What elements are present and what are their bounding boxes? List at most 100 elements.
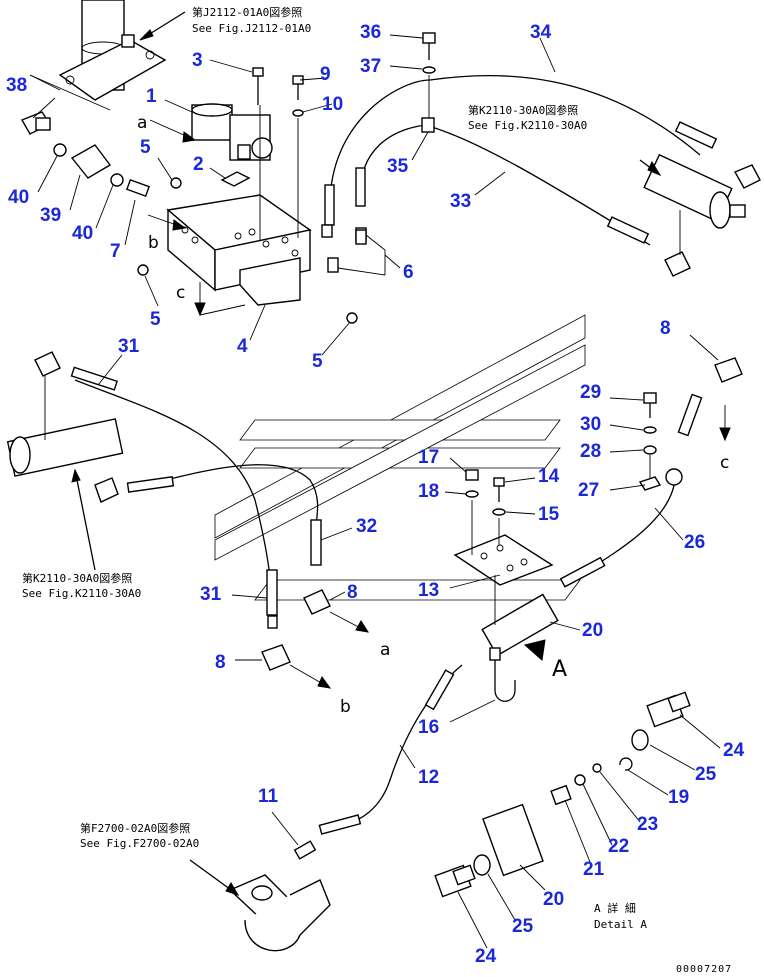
callout-l33: 33 <box>450 191 471 212</box>
callout-l22: 22 <box>608 836 629 857</box>
callout-l1: 1 <box>146 86 157 107</box>
elbow-fitting-38 <box>20 111 52 135</box>
callout-l34: 34 <box>530 22 552 43</box>
callout-l19: 19 <box>668 787 689 808</box>
fitting-11 <box>228 840 331 952</box>
tube-39 <box>53 143 124 187</box>
detail-A-parts <box>434 691 691 898</box>
callout-l7: 7 <box>110 241 121 262</box>
callout-l4: 4 <box>237 336 248 357</box>
callout-l5c: 5 <box>312 351 323 372</box>
ref-j2112-en: See Fig.J2112-01A0 <box>192 22 311 35</box>
callout-l9: 9 <box>320 64 331 85</box>
drawing-code: 00007207 <box>676 964 732 975</box>
u-pipe-16 <box>489 647 516 702</box>
callout-l6: 6 <box>403 262 414 283</box>
callout-l32: 32 <box>356 516 377 537</box>
callout-l36: 36 <box>360 22 381 43</box>
reference-notes: 第J2112-01A0図参照 See Fig.J2112-01A0 第K2110… <box>22 5 587 850</box>
ref-f2700-en: See Fig.F2700-02A0 <box>80 837 199 850</box>
cylinder-top <box>29 0 167 111</box>
letter-a-top: a <box>137 113 147 133</box>
cylinder-right <box>643 153 761 277</box>
bolt-36 <box>421 32 436 133</box>
callout-l31a: 31 <box>118 336 140 357</box>
callout-l25b: 25 <box>512 916 534 937</box>
callout-l25a: 25 <box>695 764 717 785</box>
callout-l26: 26 <box>684 532 705 553</box>
callout-l40b: 40 <box>72 223 93 244</box>
fitting-7 <box>125 178 151 198</box>
callout-l8a: 8 <box>660 318 671 339</box>
screw-5c <box>346 312 358 324</box>
hose-26 <box>559 392 703 588</box>
callout-l14: 14 <box>538 466 560 487</box>
detail-caption-en: Detail A <box>594 918 647 931</box>
callout-l29: 29 <box>580 382 601 403</box>
screw-5a <box>170 177 182 189</box>
callout-l11: 11 <box>258 786 279 807</box>
callout-l3: 3 <box>192 50 203 71</box>
hose-ends <box>321 121 718 245</box>
letter-b-top: b <box>148 233 159 253</box>
callout-l18: 18 <box>418 481 439 502</box>
ref-k2110a-en: See Fig.K2110-30A0 <box>468 119 587 132</box>
callout-l12: 12 <box>418 767 439 788</box>
ref-k2110b-en: See Fig.K2110-30A0 <box>22 587 141 600</box>
callout-l27: 27 <box>578 480 599 501</box>
letter-c-right: c <box>720 453 729 473</box>
callout-l15: 15 <box>538 504 560 525</box>
callout-l30: 30 <box>580 414 601 435</box>
clip-2 <box>220 171 251 187</box>
leader-lines <box>32 34 721 949</box>
callout-l24a: 24 <box>723 740 745 761</box>
plate-13 <box>453 469 554 586</box>
letter-b-lower: b <box>340 697 351 717</box>
arrow-A <box>523 639 546 661</box>
callout-l20b: 20 <box>543 889 564 910</box>
callout-l10: 10 <box>322 94 343 115</box>
solenoid-valve-1 <box>191 103 273 161</box>
callout-l28: 28 <box>580 441 601 462</box>
ref-j2112-jp: 第J2112-01A0図参照 <box>192 5 302 19</box>
callout-l38: 38 <box>6 75 27 96</box>
callout-l39: 39 <box>40 205 61 226</box>
letter-markers: a b c c a b A <box>137 113 729 717</box>
callout-l23: 23 <box>637 814 658 835</box>
callout-l24b: 24 <box>475 946 497 967</box>
bolt-9 <box>292 75 304 117</box>
hose-34 <box>329 74 701 206</box>
callout-l2: 2 <box>193 154 204 175</box>
callout-l35: 35 <box>387 156 409 177</box>
callout-l13: 13 <box>418 580 439 601</box>
cylinder-left <box>6 351 124 503</box>
valve-block-4 <box>166 194 312 306</box>
callout-l5a: 5 <box>140 137 151 158</box>
ref-k2110a-jp: 第K2110-30A0図参照 <box>468 103 578 117</box>
callout-l8b: 8 <box>347 582 358 603</box>
bolt-3 <box>252 67 264 105</box>
ref-k2110b-jp: 第K2110-30A0図参照 <box>22 571 132 585</box>
letter-A-view: A <box>552 657 567 682</box>
callout-l37: 37 <box>360 56 381 77</box>
elbow-fitting-8 <box>261 357 743 671</box>
callout-l31b: 31 <box>200 584 222 605</box>
callout-l17: 17 <box>418 447 439 468</box>
screw-5b <box>137 264 149 276</box>
detail-caption-jp: A 詳 細 <box>594 901 636 915</box>
hose-32 <box>129 464 319 526</box>
hose-31-end <box>70 366 118 391</box>
letter-c-top: c <box>176 283 185 303</box>
callout-l5b: 5 <box>150 309 161 330</box>
ref-f2700-jp: 第F2700-02A0図参照 <box>80 821 190 835</box>
callout-l8c: 8 <box>215 652 226 673</box>
callout-l21: 21 <box>583 859 605 880</box>
callout-l16: 16 <box>418 717 439 738</box>
letter-a-lower: a <box>380 640 390 660</box>
callout-l40a: 40 <box>8 187 29 208</box>
cylinder-20 <box>481 575 559 657</box>
hose-33 <box>359 124 651 246</box>
